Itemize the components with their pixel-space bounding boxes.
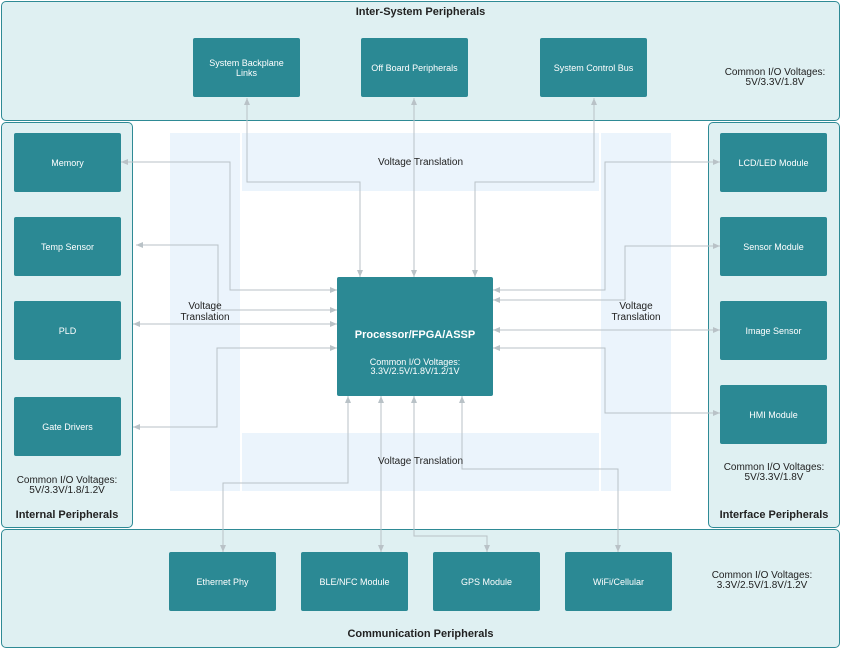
wire-ethernet — [220, 396, 351, 552]
system-backplane-label-2: Links — [235, 67, 257, 78]
off-board-peripherals-block: Off Board Peripherals — [361, 38, 468, 97]
system-backplane-links-block: System Backplane Links — [193, 38, 300, 97]
wire-temp-sensor — [136, 242, 337, 313]
wire-control-bus — [472, 98, 597, 277]
wifi-cellular-block: WiFi/Cellular — [565, 552, 672, 611]
interface-voltages-2: 5V/3.3V/1.8V — [744, 472, 804, 483]
lcd-led-module-block: LCD/LED Module — [720, 133, 827, 192]
communication-voltages-2: 3.3V/2.5V/1.8V/1.2V — [716, 580, 808, 591]
wire-memory — [121, 159, 337, 293]
image-sensor-block: Image Sensor — [720, 301, 827, 360]
temp-sensor-block: Temp Sensor — [14, 217, 121, 276]
wire-gps — [411, 396, 490, 552]
internal-peripherals-title: Internal Peripherals — [15, 509, 119, 521]
wire-wifi — [459, 396, 621, 552]
wire-lcd — [493, 159, 720, 293]
inter-system-title: Inter-System Peripherals — [355, 6, 486, 18]
wire-sensor-module — [493, 243, 720, 303]
voltage-translation-right-1: Voltage — [619, 301, 653, 312]
internal-voltages-1: Common I/O Voltages: — [16, 475, 118, 486]
memory-block: Memory — [14, 133, 121, 192]
inter-system-voltages-2: 5V/3.3V/1.8V — [745, 77, 805, 88]
sensor-module-block: Sensor Module — [720, 217, 827, 276]
voltage-translation-top: Voltage Translation — [377, 157, 464, 168]
pld-block: PLD — [14, 301, 121, 360]
wire-hmi — [493, 345, 720, 416]
system-control-bus-block: System Control Bus — [540, 38, 647, 97]
wire-backplane — [244, 98, 363, 277]
voltage-translation-right-2: Translation — [611, 312, 661, 323]
processor-voltages-1: Common I/O Voltages: — [369, 357, 461, 367]
interface-peripherals-title: Interface Peripherals — [719, 509, 829, 521]
hmi-module-block: HMI Module — [720, 385, 827, 444]
ble-nfc-module-block: BLE/NFC Module — [301, 552, 408, 611]
communication-peripherals-title: Communication Peripherals — [347, 628, 494, 640]
voltage-translation-bottom: Voltage Translation — [377, 456, 464, 467]
interface-voltages-1: Common I/O Voltages: — [723, 462, 825, 473]
internal-voltages-2: 5V/3.3V/1.8/1.2V — [29, 485, 105, 496]
ethernet-phy-block: Ethernet Phy — [169, 552, 276, 611]
gate-drivers-block: Gate Drivers — [14, 397, 121, 456]
communication-voltages-1: Common I/O Voltages: — [711, 570, 813, 581]
wire-gate-drivers — [133, 345, 337, 430]
inter-system-voltages-1: Common I/O Voltages: — [724, 67, 826, 78]
voltage-translation-left-1: Voltage — [188, 301, 222, 312]
processor-block: Processor/FPGA/ASSP Common I/O Voltages:… — [337, 277, 493, 396]
voltage-translation-left-2: Translation — [180, 312, 230, 323]
system-backplane-label-1: System Backplane — [209, 57, 284, 68]
processor-voltages-2: 3.3V/2.5V/1.8V/1.2/1V — [370, 366, 460, 376]
gps-module-block: GPS Module — [433, 552, 540, 611]
processor-title: Processor/FPGA/ASSP — [354, 329, 476, 341]
